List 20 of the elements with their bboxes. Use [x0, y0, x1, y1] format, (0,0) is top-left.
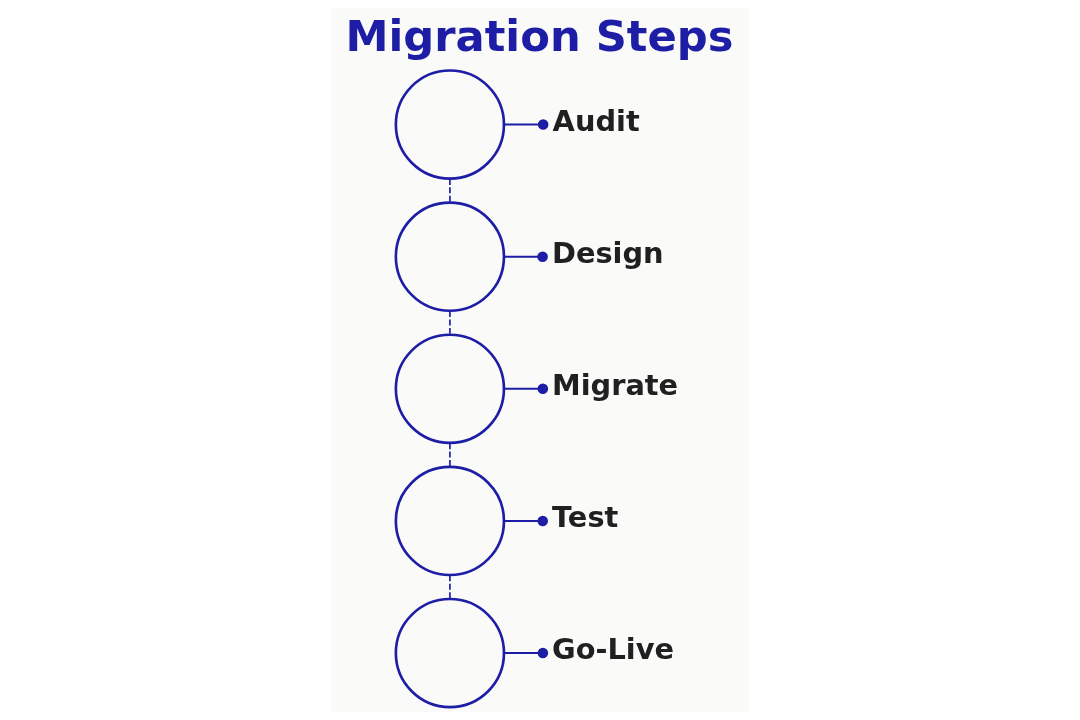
node-text: Audit — [552, 103, 640, 138]
connector — [503, 383, 549, 395]
node-text: Design — [552, 235, 664, 270]
node-text: Migrate — [552, 368, 679, 403]
node-circle — [394, 333, 506, 445]
node-circle — [394, 597, 506, 709]
node-text: Test — [552, 500, 619, 535]
node-circle — [394, 465, 506, 577]
connector — [503, 251, 548, 262]
node-circle — [394, 69, 506, 180]
connector — [449, 178, 451, 204]
connector — [503, 515, 548, 527]
connector — [449, 442, 451, 468]
connector — [503, 647, 549, 659]
connector — [503, 119, 549, 130]
node-text: Go-Live — [552, 632, 674, 667]
connector — [449, 574, 451, 600]
node-circle — [394, 201, 506, 313]
diagram-title: Migration Steps — [345, 11, 734, 62]
connector — [449, 310, 451, 336]
